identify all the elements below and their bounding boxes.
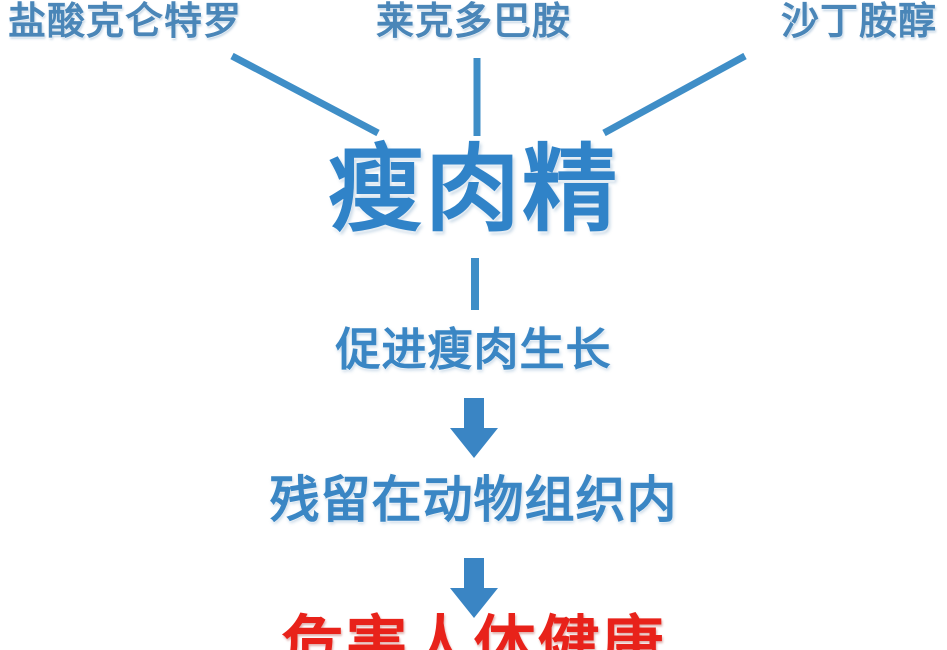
chain-step-promote-lean-growth: 促进瘦肉生长: [335, 323, 612, 376]
line-diagonal-right: [602, 52, 747, 137]
chain-step-residue-in-animal-tissue: 残留在动物组织内: [269, 471, 678, 529]
main-title-shourojing: 瘦肉精: [327, 135, 620, 245]
line-diagonal-left: [230, 52, 380, 137]
source-label-ractopamine: 莱克多巴胺: [375, 0, 572, 43]
warning-text-harms-human-health: 危害人体健康: [281, 608, 666, 650]
source-label-clenbuterol: 盐酸克仑特罗: [8, 0, 243, 43]
source-label-salbutamol: 沙丁胺醇: [780, 0, 937, 43]
down-arrow-icon: [449, 558, 498, 618]
down-arrow-icon: [449, 398, 498, 458]
